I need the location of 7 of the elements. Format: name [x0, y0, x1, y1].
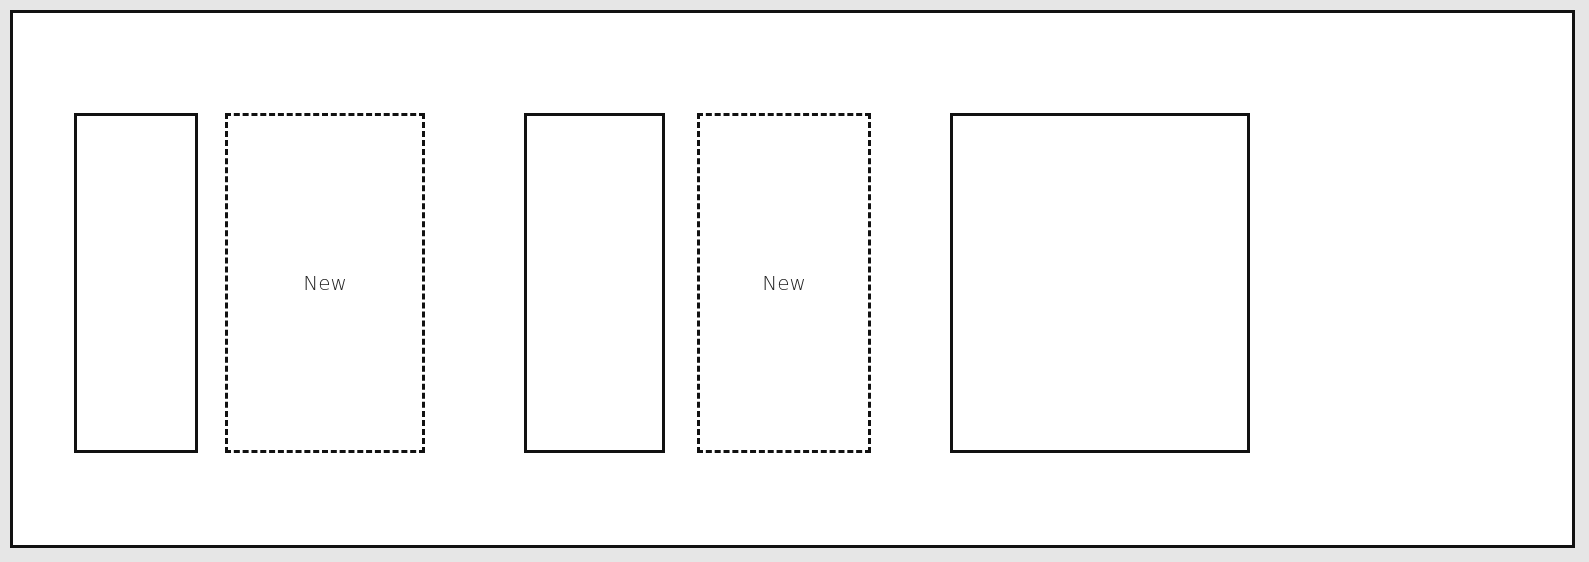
box-label: New	[762, 271, 806, 295]
empty-box	[524, 113, 665, 453]
dashed-box	[697, 113, 871, 453]
empty-box	[74, 113, 198, 453]
dashed-box	[225, 113, 425, 453]
empty-box	[950, 113, 1250, 453]
box-label: New	[303, 271, 347, 295]
